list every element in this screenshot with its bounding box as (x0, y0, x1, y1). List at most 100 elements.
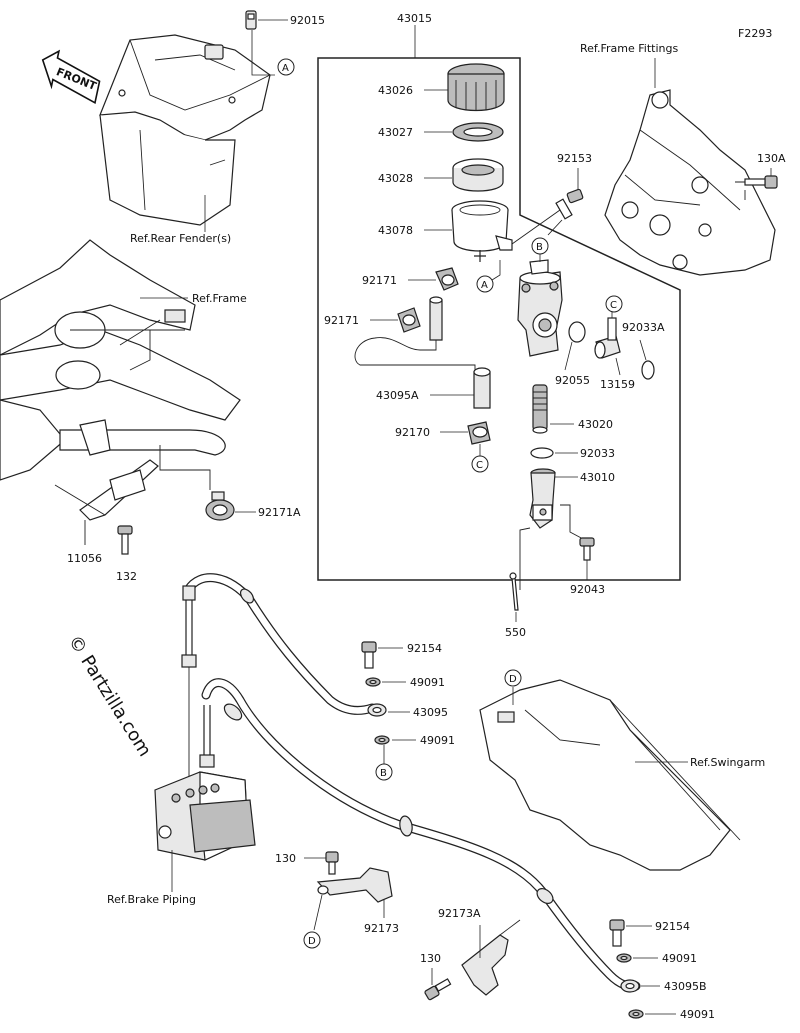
svg-text:B: B (536, 242, 543, 253)
swingarm-drawing (479, 679, 741, 871)
callout-92033A: 92033A (622, 321, 665, 334)
callout-92171-lower: 92171 (324, 314, 359, 327)
leader-a1 (251, 30, 275, 76)
front-arrow-icon: FRONT (41, 49, 101, 105)
bolt-guide-line (547, 219, 563, 236)
marker-a1: A (277, 58, 295, 76)
callout-130A: 130A (757, 152, 786, 165)
abs-unit-drawing (154, 771, 256, 861)
brake-line-pipes (181, 585, 215, 790)
clamp-92173-icon (316, 867, 393, 903)
svg-text:C: C (610, 300, 617, 311)
callout-43026: 43026 (378, 84, 413, 97)
plate-43027-icon (452, 122, 504, 142)
reservoir-hose-icon (429, 296, 443, 341)
marker-a2: A (476, 275, 494, 293)
pin-guide-line-b (519, 527, 531, 590)
bolt-92154-lower-icon (609, 919, 625, 947)
reservoir-cap-43026-icon (447, 63, 505, 112)
push-rod-43010-icon (529, 468, 556, 529)
washer-49091-upper-b-icon (374, 735, 390, 745)
hose-43095A-icon (473, 367, 491, 409)
marker-c2: C (605, 295, 623, 313)
ref-rear-fender: Ref.Rear Fender(s) (130, 232, 231, 245)
circlip-92033A-icon (641, 360, 655, 380)
leader-92033A (639, 339, 647, 361)
banjo-fitting-43095-icon (367, 703, 387, 717)
diaphragm-43028-icon (452, 158, 504, 192)
clamp-92171-upper-icon (435, 267, 459, 291)
callout-92043: 92043 (570, 583, 605, 596)
rear-fender-drawing (99, 34, 271, 226)
callout-132: 132 (116, 570, 137, 583)
bolt-130-icon (325, 851, 339, 875)
callout-92171-upper: 92171 (362, 274, 397, 287)
marker-b2: B (375, 763, 393, 781)
callout-92173A: 92173A (438, 907, 481, 920)
callout-43095A: 43095A (376, 389, 419, 402)
callout-92154-lower: 92154 (655, 920, 690, 933)
callout-43095B: 43095B (664, 980, 707, 993)
callout-43015: 43015 (397, 12, 432, 25)
callout-43095: 43095 (413, 706, 448, 719)
frame-fitting-drawing (604, 89, 776, 276)
o-ring-92055-icon (568, 321, 586, 343)
callout-130-upper: 130 (275, 852, 296, 865)
frame-drawing (0, 239, 241, 481)
callout-92154-upper: 92154 (407, 642, 442, 655)
bracket-11056-icon (79, 459, 159, 521)
circlip-92033-icon (530, 447, 554, 459)
svg-text:D: D (308, 936, 316, 947)
callout-43027: 43027 (378, 126, 413, 139)
ref-frame: Ref.Frame (192, 292, 247, 305)
diagram-code: F2293 (738, 27, 772, 40)
callout-550: 550 (505, 626, 526, 639)
bracket-guide-lines (54, 484, 106, 545)
washer-49091-upper-a-icon (365, 677, 381, 687)
leader-d2 (313, 894, 323, 931)
washer-49091-lower-a-icon (616, 953, 632, 963)
callout-43028: 43028 (378, 172, 413, 185)
callout-43078: 43078 (378, 224, 413, 237)
clamp-92170-icon (467, 421, 491, 445)
assembly-43015-outline (317, 57, 681, 581)
cotter-pin-550-icon (509, 572, 519, 611)
callout-130-lower: 130 (420, 952, 441, 965)
callout-43010: 43010 (580, 471, 615, 484)
callout-49091-lower-b: 49091 (680, 1008, 715, 1021)
callout-92171A: 92171A (258, 506, 301, 519)
hose-grommets (223, 588, 554, 904)
callout-43020: 43020 (578, 418, 613, 431)
watermark: © Partzilla.com (64, 632, 155, 761)
bolt-92154-upper-icon (361, 641, 377, 669)
svg-text:C: C (476, 460, 483, 471)
leader-a2 (491, 260, 501, 281)
clip-92015-icon (245, 10, 257, 30)
ref-frame-fittings: Ref.Frame Fittings (580, 42, 678, 55)
ref-swingarm: Ref.Swingarm (690, 756, 765, 769)
svg-text:D: D (509, 674, 517, 685)
callout-92170: 92170 (395, 426, 430, 439)
marker-d2: D (303, 931, 321, 949)
callout-13159: 13159 (600, 378, 635, 391)
callout-92055: 92055 (555, 374, 590, 387)
leader-92055 (564, 341, 573, 371)
marker-b1: B (531, 237, 549, 255)
clamp-92171-lower-icon (397, 307, 421, 333)
piston-43020-icon (532, 384, 548, 434)
bracket-92173A-icon (461, 919, 521, 996)
svg-text:A: A (481, 280, 488, 291)
callout-49091-upper-a: 49091 (410, 676, 445, 689)
marker-d1: D (504, 669, 522, 687)
bolt-130-lower-icon (424, 978, 452, 1001)
callout-92015: 92015 (290, 14, 325, 27)
marker-c1: C (471, 455, 489, 473)
bolt-132-icon (117, 525, 133, 555)
callout-11056: 11056 (67, 552, 102, 565)
callout-49091-upper-b: 49091 (420, 734, 455, 747)
hose-routing-line (354, 337, 476, 372)
banjo-fitting-43095B-icon (620, 979, 640, 993)
washer-49091-lower-b-icon (628, 1009, 644, 1019)
clamp-guide-lines (159, 445, 211, 490)
